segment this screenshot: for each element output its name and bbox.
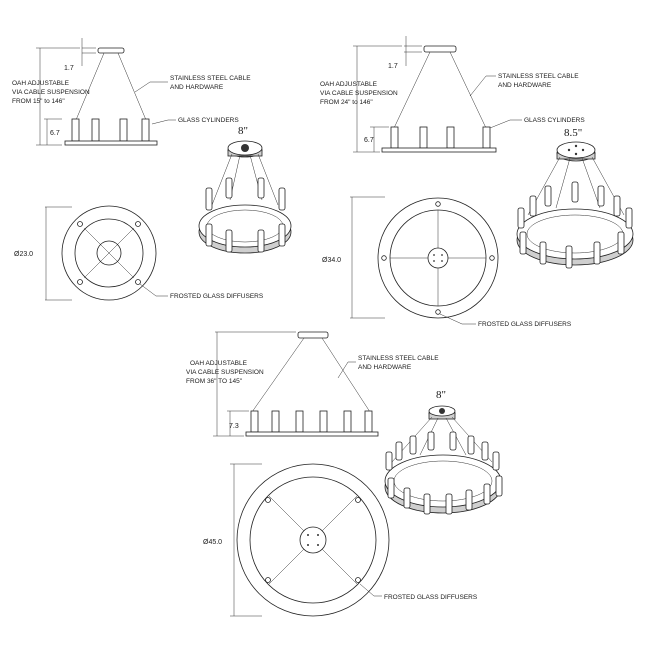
unit-3-height-dim: 7.3 [229, 423, 239, 430]
unit-2-height-dim: 6.7 [364, 137, 374, 144]
unit-1-cylinders-label: GLASS CYLINDERS [178, 117, 239, 124]
unit-2-canopy-dim: 1.7 [388, 63, 398, 70]
unit-2-plan-view [350, 196, 499, 325]
unit-3-elevation [213, 331, 379, 437]
unit-1-cable-label-2: AND HARDWARE [170, 84, 224, 91]
unit-3-oah-line-3: FROM 36" TO 145" [186, 378, 243, 385]
unit-1-diameter: Ø23.0 [14, 251, 33, 258]
unit-1-elevation [36, 38, 176, 146]
unit-2-cylinders-label: GLASS CYLINDERS [524, 117, 585, 124]
unit-2-diameter: Ø34.0 [322, 257, 341, 264]
unit-3-isometric [384, 405, 503, 515]
unit-2-cable-label-2: AND HARDWARE [498, 82, 552, 89]
unit-3-iso-dim: 8" [436, 389, 446, 401]
unit-2-cable-label-1: STAINLESS STEEL CABLE [498, 73, 579, 80]
unit-1-diffusers-label: FROSTED GLASS DIFFUSERS [170, 293, 264, 300]
unit-3-plan-view [230, 463, 390, 617]
unit-1-cable-label-1: STAINLESS STEEL CABLE [170, 75, 251, 82]
unit-2-diffusers-label: FROSTED GLASS DIFFUSERS [478, 321, 572, 328]
unit-1-oah-line-1: OAH ADJUSTABLE [12, 80, 70, 87]
unit-1-isometric [198, 140, 292, 254]
unit-2-oah-line-2: VIA CABLE SUSPENSION [320, 90, 398, 97]
unit-2-oah-line-3: FROM 24" to 146" [320, 99, 373, 106]
unit-1-oah-line-2: VIA CABLE SUSPENSION [12, 89, 90, 96]
unit-3-cable-label-1: STAINLESS STEEL CABLE [358, 355, 439, 362]
unit-3-oah-line-2: VIA CABLE SUSPENSION [186, 369, 264, 376]
unit-1-iso-dim: 8" [238, 125, 248, 137]
unit-3-diffusers-label: FROSTED GLASS DIFFUSERS [384, 594, 478, 601]
unit-3-cable-label-2: AND HARDWARE [358, 364, 412, 371]
unit-3-diameter: Ø45.0 [203, 539, 222, 546]
unit-1-oah-line-3: FROM 15" to 146" [12, 98, 65, 105]
unit-3-oah-line-1: OAH ADJUSTABLE [190, 360, 248, 367]
unit-1-canopy-dim: 1.7 [64, 65, 74, 72]
unit-1-plan-view [45, 205, 168, 301]
unit-1-height-dim: 6.7 [50, 130, 60, 137]
unit-2-isometric [516, 141, 634, 269]
unit-2-oah-line-1: OAH ADJUSTABLE [320, 81, 378, 88]
unit-2-elevation [353, 36, 522, 153]
unit-2-iso-dim: 8.5" [564, 127, 582, 139]
